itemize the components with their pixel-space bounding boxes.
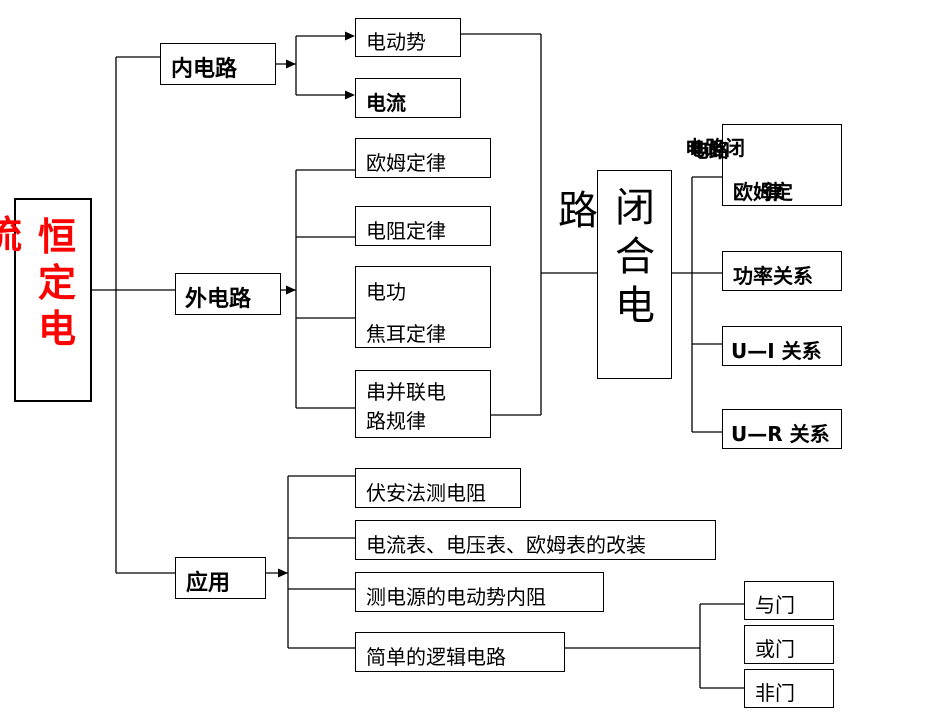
- node-ur-relation-label: U—R 关系: [731, 422, 830, 446]
- node-power-relation: 功率关系: [722, 251, 842, 291]
- node-not-gate-label: 非门: [755, 681, 795, 705]
- node-meter-modification-label: 电流表、电压表、欧姆表的改装: [366, 533, 646, 557]
- branch-outer-circuit-label: 外电路: [185, 287, 252, 312]
- node-meter-modification: 电流表、电压表、欧姆表的改装: [355, 520, 716, 560]
- node-ohm-law: 欧姆定律: [355, 138, 491, 178]
- node-power-relation-label: 功率关系: [733, 264, 813, 288]
- node-electric-work-label-1: 电功: [366, 280, 406, 304]
- closed-circuit-char-1: 闭: [615, 185, 655, 231]
- node-measure-emf-label: 测电源的电动势内阻: [366, 585, 546, 609]
- node-closed-ohm-law-label-2-overlap: 律: [763, 180, 783, 204]
- node-or-gate-label: 或门: [755, 637, 795, 661]
- node-and-gate: 与门: [744, 581, 834, 620]
- node-series-parallel-label-1: 串并联电: [366, 380, 446, 404]
- node-electric-work-label-2: 焦耳定律: [366, 322, 446, 346]
- node-voltammeter-method: 伏安法测电阻: [355, 468, 521, 508]
- node-closed-ohm-law-label-2: 欧姆定: [733, 180, 793, 204]
- node-ohm-law-label: 欧姆定律: [366, 151, 446, 175]
- root-node: 恒 定 电: [14, 198, 92, 402]
- node-ui-relation: U—I 关系: [722, 326, 842, 366]
- branch-applications: 应用: [175, 557, 266, 599]
- branch-applications-label: 应用: [186, 571, 231, 596]
- root-title-char-2: 定: [38, 261, 77, 305]
- closed-circuit-char-2: 合: [615, 234, 655, 280]
- branch-inner-circuit-label: 内电路: [171, 57, 238, 82]
- node-measure-emf: 测电源的电动势内阻: [355, 572, 604, 612]
- node-not-gate: 非门: [744, 669, 834, 708]
- node-voltammeter-method-label: 伏安法测电阻: [366, 481, 486, 505]
- root-title-char-1: 恒: [38, 215, 77, 259]
- node-closed-ohm-law: [722, 124, 842, 206]
- node-ur-relation: U—R 关系: [722, 409, 842, 449]
- node-emf-label: 电动势: [366, 30, 426, 54]
- node-closed-ohm-law-label-1: 电路闭: [685, 136, 745, 160]
- node-closed-circuit: 闭 合 电: [597, 170, 672, 379]
- node-series-parallel-label-2: 路规律: [366, 409, 426, 433]
- node-electric-work: 电功 焦耳定律: [355, 266, 491, 348]
- node-emf: 电动势: [355, 18, 461, 57]
- node-resistance-law-label: 电阻定律: [366, 219, 446, 243]
- node-resistance-law: 电阻定律: [355, 206, 491, 246]
- branch-inner-circuit: 内电路: [160, 43, 276, 85]
- node-current-label: 电流: [366, 91, 406, 115]
- root-title-char-4-clipped: 流: [0, 213, 23, 257]
- node-logic-circuit-label: 简单的逻辑电路: [366, 645, 506, 669]
- root-title-char-3: 电: [38, 307, 77, 351]
- closed-circuit-side-char: 路: [558, 188, 598, 234]
- node-current: 电流: [355, 78, 461, 118]
- closed-circuit-char-3: 电: [615, 283, 655, 329]
- node-logic-circuit: 简单的逻辑电路: [355, 632, 565, 672]
- node-and-gate-label: 与门: [755, 593, 795, 617]
- node-series-parallel: 串并联电 路规律: [355, 370, 491, 438]
- node-or-gate: 或门: [744, 625, 834, 664]
- node-closed-ohm-law-label-1-overlap: 电路: [689, 138, 729, 162]
- node-ui-relation-label: U—I 关系: [731, 339, 822, 363]
- branch-outer-circuit: 外电路: [175, 273, 281, 315]
